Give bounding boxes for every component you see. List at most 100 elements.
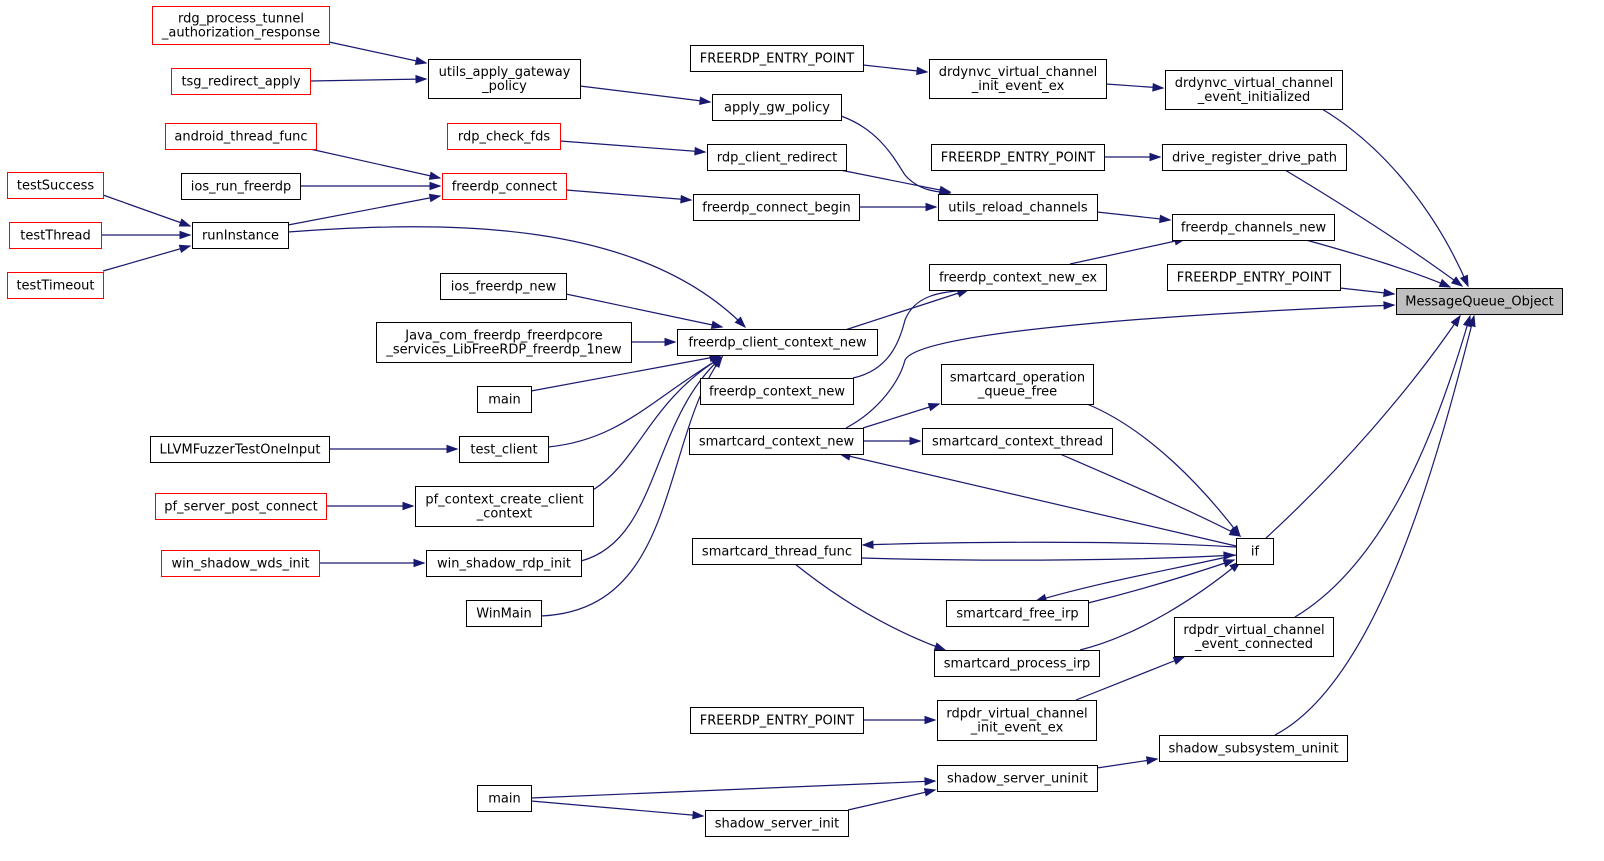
node-box[interactable] bbox=[700, 378, 854, 405]
node-box[interactable] bbox=[934, 650, 1100, 677]
node-shadow-subsystem-uninit[interactable]: shadow_subsystem_uninit bbox=[1159, 735, 1348, 762]
node-box[interactable] bbox=[161, 550, 320, 577]
node-winmain[interactable]: WinMain bbox=[466, 600, 542, 627]
node-runinstance[interactable]: runInstance bbox=[192, 222, 289, 249]
node-box[interactable] bbox=[447, 123, 561, 150]
node-rdp-client-redirect[interactable]: rdp_client_redirect bbox=[707, 144, 847, 171]
node-drdynvc-event[interactable]: drdynvc_virtual_channel_event_initialize… bbox=[1165, 70, 1343, 110]
node-pf-context-create-client-context[interactable]: pf_context_create_client_context bbox=[415, 486, 594, 527]
node-shadow-server-uninit[interactable]: shadow_server_uninit bbox=[937, 765, 1098, 792]
node-box[interactable] bbox=[1172, 214, 1335, 241]
node-box[interactable] bbox=[922, 428, 1113, 455]
node-shadow-server-init[interactable]: shadow_server_init bbox=[705, 810, 849, 837]
node-feep3[interactable]: FREERDP_ENTRY_POINT bbox=[1167, 264, 1341, 291]
node-box[interactable] bbox=[376, 322, 632, 363]
node-freerdp-context-new[interactable]: freerdp_context_new bbox=[700, 378, 854, 405]
node-win-shadow-wds-init[interactable]: win_shadow_wds_init bbox=[161, 550, 320, 577]
node-box[interactable] bbox=[690, 45, 864, 72]
node-box[interactable] bbox=[477, 386, 532, 413]
node-if[interactable]: if bbox=[1236, 538, 1274, 565]
node-box[interactable] bbox=[1159, 735, 1348, 762]
node-rdp-check-fds[interactable]: rdp_check_fds bbox=[447, 123, 561, 150]
node-feep2[interactable]: FREERDP_ENTRY_POINT bbox=[931, 144, 1105, 171]
node-box[interactable] bbox=[477, 785, 532, 812]
node-box[interactable] bbox=[690, 707, 864, 734]
node-freerdp-connect[interactable]: freerdp_connect bbox=[442, 173, 567, 200]
node-rdpdr-event-connected[interactable]: rdpdr_virtual_channel_event_connected bbox=[1174, 617, 1334, 657]
node-java-new[interactable]: Java_com_freerdp_freerdpcore_services_Li… bbox=[376, 322, 632, 363]
node-llvmfuzzertestoneinput[interactable]: LLVMFuzzerTestOneInput bbox=[150, 436, 330, 463]
node-box[interactable] bbox=[705, 810, 849, 837]
node-tsg-redirect-apply[interactable]: tsg_redirect_apply bbox=[171, 68, 311, 95]
node-testtimeout[interactable]: testTimeout bbox=[7, 272, 104, 299]
node-box[interactable] bbox=[946, 600, 1089, 627]
node-smartcard-context-new[interactable]: smartcard_context_new bbox=[689, 428, 864, 455]
node-box[interactable] bbox=[941, 364, 1094, 405]
node-drdynvc-init[interactable]: drdynvc_virtual_channel_init_event_ex bbox=[929, 59, 1107, 99]
node-box[interactable] bbox=[415, 486, 594, 527]
node-box[interactable] bbox=[938, 194, 1098, 221]
node-smartcard-thread-func[interactable]: smartcard_thread_func bbox=[692, 538, 862, 565]
node-box[interactable] bbox=[689, 428, 864, 455]
node-feep1[interactable]: FREERDP_ENTRY_POINT bbox=[690, 45, 864, 72]
node-rdg-process-tunnel-authorization-response[interactable]: rdg_process_tunnel_authorization_respons… bbox=[152, 6, 330, 45]
node-utils-reload-channels[interactable]: utils_reload_channels bbox=[938, 194, 1098, 221]
node-testthread[interactable]: testThread bbox=[9, 222, 102, 249]
node-box[interactable] bbox=[466, 600, 542, 627]
node-box[interactable] bbox=[1165, 70, 1343, 110]
node-box[interactable] bbox=[677, 329, 878, 356]
node-apply-gw-policy[interactable]: apply_gw_policy bbox=[712, 94, 842, 121]
node-freerdp-channels-new[interactable]: freerdp_channels_new bbox=[1172, 214, 1335, 241]
node-smartcard-context-thread[interactable]: smartcard_context_thread bbox=[922, 428, 1113, 455]
node-box[interactable] bbox=[1167, 264, 1341, 291]
node-android-thread-func[interactable]: android_thread_func bbox=[165, 123, 317, 150]
node-utils-apply-gateway-policy[interactable]: utils_apply_gateway_policy bbox=[428, 59, 581, 99]
node-testsuccess[interactable]: testSuccess bbox=[7, 172, 104, 199]
node-box[interactable] bbox=[152, 6, 330, 45]
node-box[interactable] bbox=[1236, 538, 1274, 565]
node-box[interactable] bbox=[440, 273, 567, 300]
node-box[interactable] bbox=[693, 194, 860, 221]
node-box[interactable] bbox=[150, 436, 330, 463]
node-box[interactable] bbox=[442, 173, 567, 200]
node-smartcard-free-irp[interactable]: smartcard_free_irp bbox=[946, 600, 1089, 627]
node-freerdp-context-new-ex[interactable]: freerdp_context_new_ex bbox=[929, 264, 1107, 291]
node-box[interactable] bbox=[181, 173, 301, 200]
node-box[interactable] bbox=[165, 123, 317, 150]
node-ios-freerdp-new[interactable]: ios_freerdp_new bbox=[440, 273, 567, 300]
node-win-shadow-rdp-init[interactable]: win_shadow_rdp_init bbox=[426, 550, 582, 577]
node-main1[interactable]: main bbox=[477, 386, 532, 413]
node-rdpdr-init[interactable]: rdpdr_virtual_channel_init_event_ex bbox=[937, 700, 1097, 741]
node-main2[interactable]: main bbox=[477, 785, 532, 812]
node-feep4[interactable]: FREERDP_ENTRY_POINT bbox=[690, 707, 864, 734]
node-box[interactable] bbox=[459, 436, 549, 463]
node-messagequeue-object[interactable]: MessageQueue_Object bbox=[1396, 288, 1563, 315]
node-box[interactable] bbox=[7, 272, 104, 299]
node-smartcard-process-irp[interactable]: smartcard_process_irp bbox=[934, 650, 1100, 677]
node-box[interactable] bbox=[929, 264, 1107, 291]
node-test-client[interactable]: test_client bbox=[459, 436, 549, 463]
node-box[interactable] bbox=[1162, 144, 1347, 171]
node-freerdp-client-context-new[interactable]: freerdp_client_context_new bbox=[677, 329, 878, 356]
node-box[interactable] bbox=[929, 59, 1107, 99]
node-drive-register-drive-path[interactable]: drive_register_drive_path bbox=[1162, 144, 1347, 171]
node-smartcard-operation-queue-free[interactable]: smartcard_operation_queue_free bbox=[941, 364, 1094, 405]
node-box[interactable] bbox=[171, 68, 311, 95]
node-box[interactable] bbox=[9, 222, 102, 249]
node-box[interactable] bbox=[937, 700, 1097, 741]
node-box[interactable] bbox=[1174, 617, 1334, 657]
node-box[interactable] bbox=[428, 59, 581, 99]
node-box[interactable] bbox=[192, 222, 289, 249]
node-box[interactable] bbox=[426, 550, 582, 577]
node-box[interactable] bbox=[707, 144, 847, 171]
node-box[interactable] bbox=[931, 144, 1105, 171]
node-box[interactable] bbox=[712, 94, 842, 121]
node-freerdp-connect-begin[interactable]: freerdp_connect_begin bbox=[693, 194, 860, 221]
node-box[interactable] bbox=[692, 538, 862, 565]
node-box[interactable] bbox=[155, 493, 327, 520]
node-box[interactable] bbox=[7, 172, 104, 199]
node-pf-server-post-connect[interactable]: pf_server_post_connect bbox=[155, 493, 327, 520]
node-box[interactable] bbox=[1396, 288, 1563, 315]
node-ios-run-freerdp[interactable]: ios_run_freerdp bbox=[181, 173, 301, 200]
node-box[interactable] bbox=[937, 765, 1098, 792]
